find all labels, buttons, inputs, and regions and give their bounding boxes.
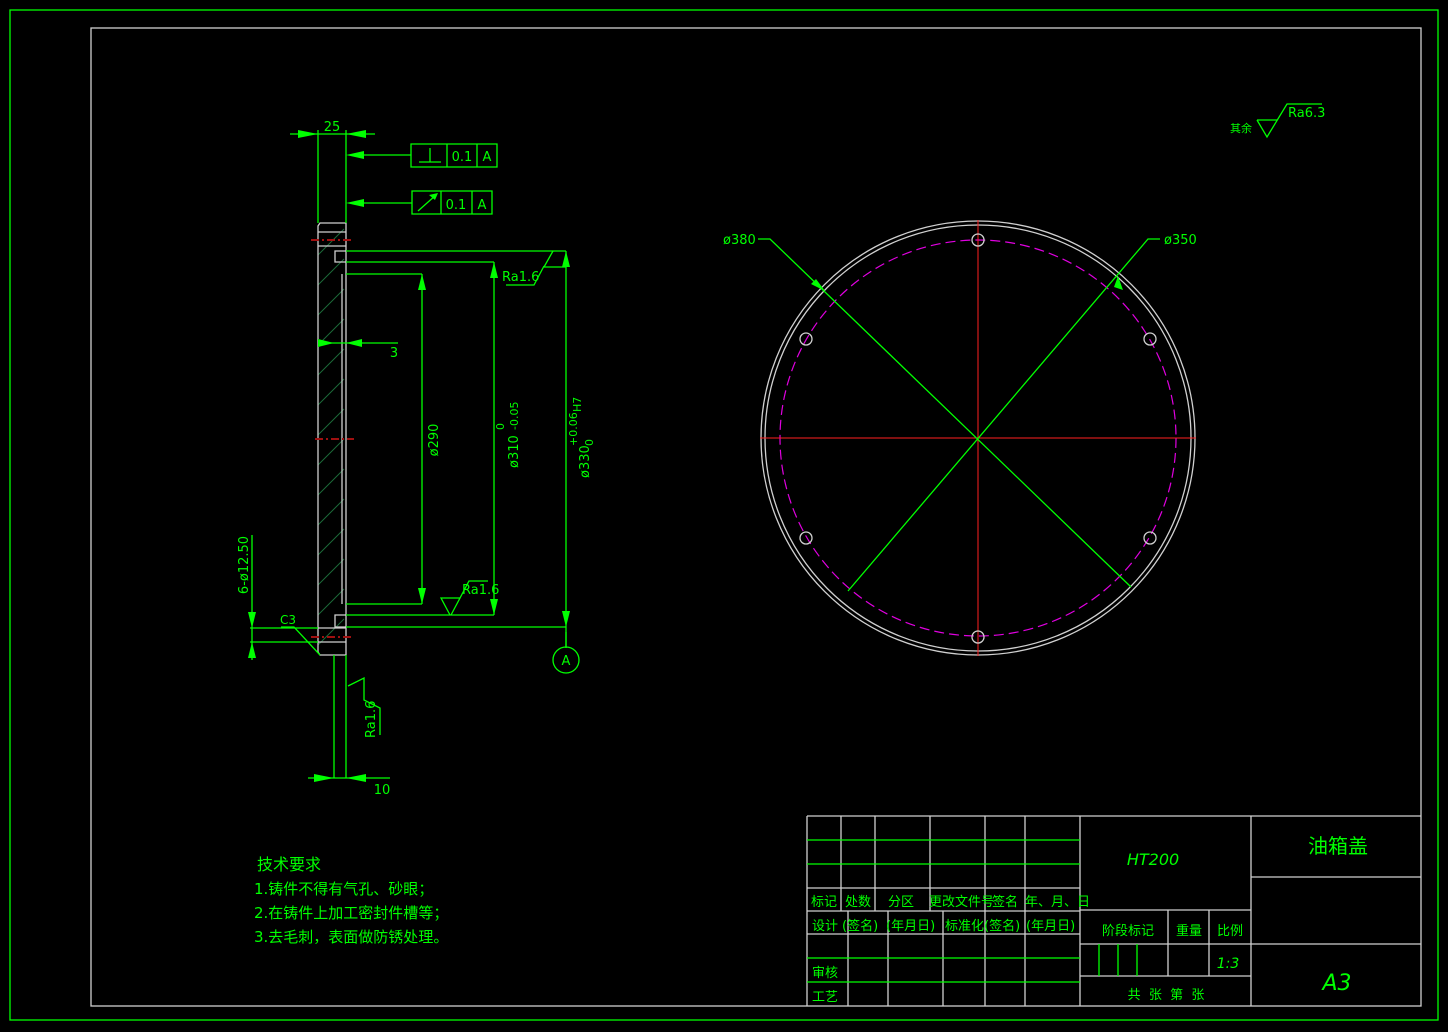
svg-text:设计: 设计 <box>812 919 838 934</box>
svg-text:分区: 分区 <box>888 895 914 910</box>
material: HT200 <box>1127 850 1179 869</box>
perpendicularity-frame: 0.1 A <box>364 143 498 168</box>
svg-text:(年月日): (年月日) <box>886 919 935 934</box>
dim-d330: ø330 +0.06 0 H7 <box>567 397 596 478</box>
svg-text:0.1: 0.1 <box>446 198 467 213</box>
svg-text:重量: 重量 <box>1176 923 1202 939</box>
dim-d350: ø350 <box>1164 233 1197 248</box>
svg-text:年、月、日: 年、月、日 <box>1025 895 1090 910</box>
svg-text:-0.05: -0.05 <box>508 402 521 430</box>
section-view: 25 3 10 ø290 ø310 0 -0.05 ø330 +0.06 0 H… <box>237 120 596 798</box>
roughness-rest-label: 其余 <box>1230 121 1252 135</box>
dim-d310: ø310 0 -0.05 <box>494 402 522 468</box>
svg-text:H7: H7 <box>571 397 584 412</box>
svg-text:+0.06: +0.06 <box>567 412 580 446</box>
svg-text:标记: 标记 <box>811 895 837 910</box>
runout-frame: 0.1 A <box>364 190 493 215</box>
roughness-ra16-face: Ra1.6 <box>364 701 379 738</box>
dim-10: 10 <box>374 783 391 798</box>
svg-text:1.铸件不得有气孔、砂眼；: 1.铸件不得有气孔、砂眼； <box>254 880 433 898</box>
svg-text:(签名): (签名) <box>984 918 1020 934</box>
svg-text:工艺: 工艺 <box>812 990 838 1005</box>
svg-text:2.在铸件上加工密封件槽等；: 2.在铸件上加工密封件槽等； <box>254 904 448 922</box>
roughness-ra16-bottom: Ra1.6 <box>462 583 499 598</box>
svg-text:审核: 审核 <box>812 966 838 981</box>
svg-text:签名: 签名 <box>992 894 1018 910</box>
front-view: ø380 ø350 <box>723 220 1197 656</box>
svg-text:技术要求: 技术要求 <box>257 855 321 874</box>
svg-text:ø310: ø310 <box>507 435 522 468</box>
dim-3: 3 <box>390 346 398 361</box>
sheet-size: A3 <box>1320 971 1351 996</box>
svg-text:(年月日): (年月日) <box>1026 919 1075 934</box>
svg-text:A: A <box>478 198 487 213</box>
dim-d380: ø380 <box>723 233 756 248</box>
svg-text:0.1: 0.1 <box>452 150 473 165</box>
svg-text:阶段标记: 阶段标记 <box>1102 924 1154 939</box>
svg-text:共 张 第 张: 共 张 第 张 <box>1128 988 1205 1003</box>
scale-value: 1:3 <box>1217 956 1240 972</box>
title-block: 标记 处数 分区 更改文件号 签名 年、月、日 设计 (签名) (年月日) 标准… <box>806 815 1421 1006</box>
svg-text:ø330: ø330 <box>578 445 593 478</box>
svg-text:3.去毛刺，表面做防锈处理。: 3.去毛刺，表面做防锈处理。 <box>254 928 448 946</box>
bolt-holes <box>799 233 1157 644</box>
svg-text:A: A <box>483 150 492 165</box>
svg-text:处数: 处数 <box>845 895 871 910</box>
dim-d290: ø290 <box>427 424 442 457</box>
outer-frame <box>9 9 1439 1021</box>
dim-25: 25 <box>324 120 341 135</box>
dim-chamfer: C3 <box>280 613 296 627</box>
svg-text:(签名): (签名) <box>842 918 878 934</box>
technical-requirements: 技术要求 1.铸件不得有气孔、砂眼； 2.在铸件上加工密封件槽等； 3.去毛刺，… <box>254 855 448 946</box>
roughness-ra16-top: Ra1.6 <box>502 270 539 285</box>
svg-text:比例: 比例 <box>1217 924 1243 939</box>
hatching <box>317 228 345 646</box>
part-name: 油箱盖 <box>1308 834 1368 858</box>
roughness-rest-value: Ra6.3 <box>1288 106 1325 121</box>
svg-text:0: 0 <box>583 439 596 446</box>
dim-holes: 6-ø12.50 <box>237 536 252 594</box>
svg-text:更改文件号: 更改文件号 <box>929 895 994 910</box>
datum-circle <box>552 646 580 674</box>
svg-text:0: 0 <box>494 423 507 430</box>
svg-text:标准化: 标准化 <box>945 919 984 934</box>
inner-frame <box>90 27 1422 1007</box>
datum-label: A <box>562 654 571 669</box>
